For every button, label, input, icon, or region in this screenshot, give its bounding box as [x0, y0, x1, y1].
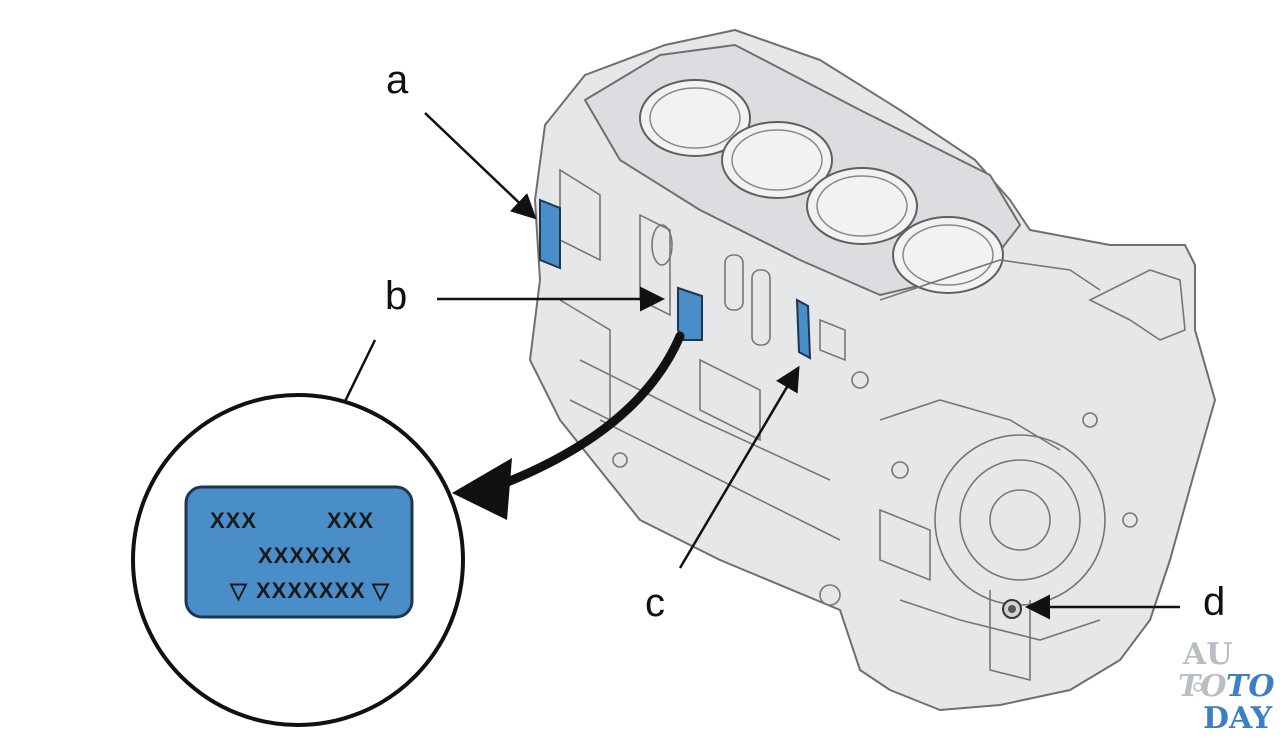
magnify-arrow [452, 331, 685, 520]
cylinder-bore [721, 121, 833, 199]
cylinder-bore [806, 167, 918, 245]
plate-line3-prefix: ▽ [230, 578, 248, 603]
plate-line1-left: XXX [210, 508, 258, 533]
arrow-a [424, 112, 537, 220]
plate-line1-right: XXX [327, 508, 375, 533]
plate-line3-suffix: ▽ [372, 578, 390, 603]
watermark-logo [1193, 682, 1203, 692]
plate-a [539, 198, 561, 270]
plug-d [1002, 599, 1022, 619]
callout-d: d [1203, 580, 1226, 624]
watermark-line2a: TO [1178, 669, 1227, 704]
plate-b [677, 286, 703, 341]
callout-a: a [386, 58, 409, 102]
plate-c [795, 298, 812, 360]
cylinder-bore [892, 216, 1004, 294]
watermark-line2b: TO [1226, 669, 1275, 704]
magnified-view [131, 393, 465, 727]
cylinder-bores [639, 79, 1004, 294]
watermark-line3: DAY [1203, 701, 1273, 736]
callout-c: c [645, 581, 665, 625]
plate-line3-code: XXXXXXX [256, 578, 366, 603]
cylinder-bore [639, 79, 751, 157]
block-id-plates [539, 198, 812, 360]
callout-b: b [385, 274, 408, 318]
magnified-plate [184, 485, 414, 619]
arrow-c [678, 365, 800, 569]
watermark-line1: AU [1183, 637, 1233, 672]
plate-line2: XXXXXX [258, 543, 353, 568]
